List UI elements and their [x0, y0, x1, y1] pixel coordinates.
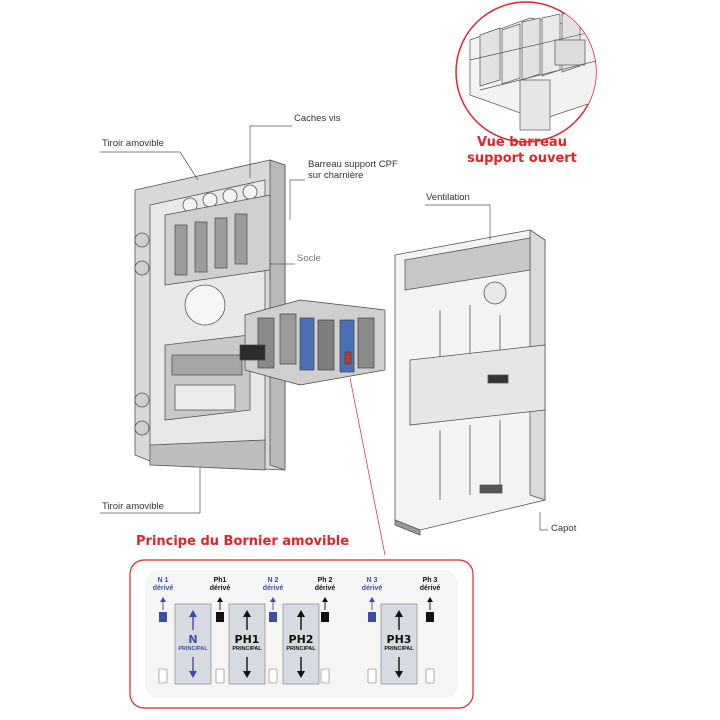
- principe-box-n-title: N: [188, 633, 198, 646]
- leader-ventilation: [425, 204, 491, 240]
- label-barreau-line2: sur charnière: [308, 169, 364, 181]
- principe-label-ph2-line1: Ph 2: [317, 577, 333, 584]
- principe-label-ph3-line1: Ph 3: [422, 577, 438, 584]
- principe-box-n-sub: PRINCIPAL: [178, 646, 208, 652]
- label-barreau-line1: Barreau support CPF: [308, 159, 398, 170]
- principe-bottom-terminals: [158, 668, 435, 684]
- principe-box-ph2-sub: PRINCIPAL: [286, 646, 316, 652]
- principe-box-ph3-title: PH3: [386, 633, 412, 646]
- principe-label-ph1-line1: Ph1: [213, 577, 227, 584]
- principe-label-ph2-line2: dérivé: [314, 585, 336, 593]
- principe-label-n2-line1: N 2: [267, 577, 279, 584]
- principe-box-ph3: PH3 PRINCIPAL: [381, 633, 417, 652]
- principe-arrows: [189, 610, 403, 678]
- label-barreau: Barreau support CPF sur charnière: [308, 159, 398, 182]
- principe-box-n: N PRINCIPAL: [175, 633, 211, 652]
- zoom-title: Vue barreau support ouvert: [462, 135, 582, 168]
- label-ventilation: Ventilation: [426, 192, 470, 203]
- principe-box-ph1-title: PH1: [234, 633, 260, 646]
- zoom-circle: [455, 1, 597, 143]
- principe-label-n3-line2: dérivé: [361, 585, 383, 593]
- principe-label-n3-line1: N 3: [366, 577, 378, 584]
- principe-box-ph2: PH2 PRINCIPAL: [283, 633, 319, 652]
- leader-tiroir-top: [100, 151, 199, 181]
- label-tiroir-amovible-bottom: Tiroir amovible: [102, 501, 164, 512]
- left-enclosure: [134, 159, 286, 471]
- leader-capot: [539, 512, 548, 531]
- principe-box-ph2-title: PH2: [288, 633, 314, 646]
- label-caches-vis: Caches vis: [294, 113, 341, 124]
- zoom-title-line1: Vue barreau: [477, 135, 567, 150]
- principe-box-ph1: PH1 PRINCIPAL: [229, 633, 265, 652]
- zoom-title-line2: support ouvert: [467, 151, 577, 167]
- principe-label-ph1-line2: dérivé: [209, 585, 231, 593]
- principe-box-ph3-sub: PRINCIPAL: [384, 646, 414, 652]
- label-socle: Socle: [297, 253, 321, 264]
- principe-label-n1-line1: N 1: [157, 577, 169, 584]
- leader-socle: [269, 263, 295, 280]
- principe-label-n1-line2: dérivé: [152, 585, 174, 593]
- callout-lines: [100, 125, 548, 556]
- leader-tiroir-bottom: [100, 468, 201, 514]
- label-tiroir-amovible-top: Tiroir amovible: [102, 138, 164, 149]
- leader-barreau: [289, 179, 305, 220]
- principe-label-n2-line2: dérivé: [262, 585, 284, 593]
- principe-title: Principe du Bornier amovible: [136, 534, 350, 549]
- principe-top-terminals: [159, 597, 434, 622]
- principe-label-ph3-line2: dérivé: [419, 585, 441, 593]
- principe-box-ph1-sub: PRINCIPAL: [232, 646, 262, 652]
- label-capot: Capot: [551, 523, 577, 534]
- socle-terminals: [239, 299, 386, 386]
- leader-caches-vis: [249, 125, 292, 178]
- leader-principe: [349, 377, 386, 556]
- capot-cover: [394, 229, 546, 536]
